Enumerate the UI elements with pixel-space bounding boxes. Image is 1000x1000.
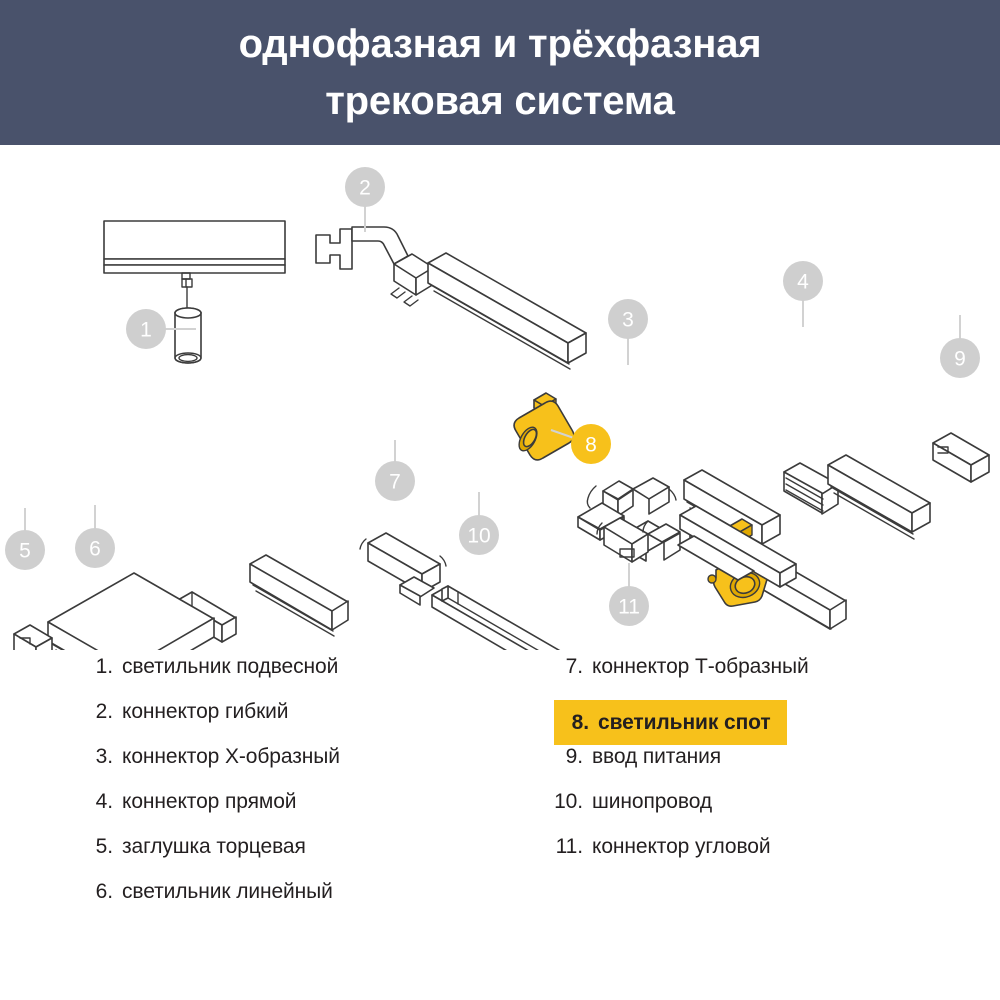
callout-circle (5, 530, 45, 570)
callout-circle (571, 424, 611, 464)
part-track-rail-bottom (677, 535, 755, 581)
callout-circle (940, 338, 980, 378)
legend-item-label: шинопровод (592, 790, 712, 813)
callout-badge-11[interactable]: 11 (609, 563, 649, 626)
callout-badge-10[interactable]: 10 (459, 492, 499, 555)
callout-number: 1 (140, 319, 152, 342)
part-spot-luminaire-cylinder (513, 392, 575, 461)
page-title-line-2: трековая система (325, 78, 675, 123)
part-linear-luminaire (47, 572, 215, 650)
part-track-rail-right-b (827, 454, 931, 540)
legend-item[interactable]: 1. светильник подвесной (78, 655, 508, 700)
part-track-rail-lower-right (679, 505, 797, 588)
callout-badge-9[interactable]: 9 (940, 315, 980, 378)
legend-item-label: коннектор гибкий (122, 700, 289, 723)
legend-item-number: 8. (571, 710, 589, 734)
callout-circle (609, 586, 649, 626)
part-pendant-rail-assembly (103, 220, 286, 288)
callout-badge-8[interactable]: 8 (550, 424, 611, 464)
legend-item-number: 9. (565, 745, 583, 768)
page-header: однофазная и трёхфазная трековая система (0, 0, 1000, 145)
callout-badge-3[interactable]: 3 (608, 299, 648, 365)
legend-item-number: 6. (95, 880, 113, 903)
callout-badge-1[interactable]: 1 (126, 309, 196, 349)
legend-item[interactable]: 11. коннектор угловой (548, 835, 978, 880)
legend: 1. светильник подвесной 2. коннектор гибкий… (0, 655, 1000, 1000)
legend-item-label: ввод питания (592, 745, 722, 768)
legend-item-number: 11. (555, 835, 583, 858)
diagram-area: 1 2 3 4 5 6 7 8 9 10 11 (0, 145, 1000, 650)
callout-badge-2[interactable]: 2 (345, 167, 385, 232)
callout-number: 9 (954, 348, 966, 371)
legend-item[interactable]: 7. коннектор Т-образный (548, 655, 978, 700)
legend-item-label: светильник подвесной (122, 655, 339, 678)
part-busbar (431, 585, 561, 650)
callout-circle (126, 309, 166, 349)
legend-item-number: 10. (554, 790, 583, 813)
callout-circle (375, 461, 415, 501)
part-flexible-connector (315, 226, 435, 307)
callout-number: 6 (89, 538, 101, 561)
track-system-illustration: 1 2 3 4 5 6 7 8 9 10 11 (5, 167, 990, 650)
legend-item-label: коннектор X-образный (122, 745, 340, 768)
legend-item-number: 3. (95, 745, 113, 768)
callout-number: 4 (797, 271, 809, 294)
part-pendant-luminaire (174, 278, 202, 364)
legend-item[interactable]: 3. коннектор X-образный (78, 745, 508, 790)
callout-badge-4[interactable]: 4 (783, 261, 823, 327)
legend-item[interactable]: 4. коннектор прямой (78, 790, 508, 835)
callout-number: 2 (359, 177, 371, 200)
part-end-cap (13, 624, 53, 650)
callout-number: 5 (19, 540, 31, 563)
legend-column-right: 7. коннектор Т-образный 8. светильник спот 9… (548, 655, 978, 880)
callout-layer: 1 2 3 4 5 6 7 8 9 10 11 (5, 167, 980, 626)
legend-item-label: коннектор Т-образный (592, 655, 809, 678)
callout-number: 7 (389, 471, 401, 494)
legend-item-label: светильник линейный (122, 880, 333, 903)
callout-circle (75, 528, 115, 568)
part-t-connector (359, 532, 447, 606)
callout-number: 8 (585, 434, 597, 457)
callout-badge-5[interactable]: 5 (5, 508, 45, 570)
page-title-line-1: однофазная и трёхфазная (238, 21, 762, 66)
callout-circle (608, 299, 648, 339)
legend-item-label: коннектор прямой (122, 790, 297, 813)
part-corner-connector (596, 517, 681, 563)
callout-badge-6[interactable]: 6 (75, 505, 115, 568)
callout-circle (345, 167, 385, 207)
legend-item[interactable]: 5. заглушка торцевая (78, 835, 508, 880)
callout-number: 10 (467, 525, 490, 548)
callout-number: 3 (622, 309, 634, 332)
legend-item[interactable]: 6. светильник линейный (78, 880, 508, 925)
legend-item-number: 5. (95, 835, 113, 858)
legend-item-highlighted[interactable]: 8. светильник спот (554, 700, 787, 745)
part-track-rail-upper-middle (427, 252, 587, 370)
legend-item-label: заглушка торцевая (122, 835, 306, 858)
legend-item[interactable]: 2. коннектор гибкий (78, 700, 508, 745)
legend-item-number: 4. (95, 790, 113, 813)
legend-item[interactable]: 10. шинопровод (548, 790, 978, 835)
part-track-rail-left-a (249, 554, 349, 637)
callout-badge-7[interactable]: 7 (375, 440, 415, 501)
callout-circle (459, 515, 499, 555)
callout-circle (783, 261, 823, 301)
legend-item-number: 1. (95, 655, 113, 678)
legend-item-label: светильник спот (598, 710, 771, 734)
legend-item-number: 2. (95, 700, 113, 723)
legend-item-label: коннектор угловой (592, 835, 771, 858)
part-power-feed (932, 432, 990, 483)
callout-number: 11 (618, 596, 640, 619)
legend-item-number: 7. (565, 655, 583, 678)
legend-column-left: 1. светильник подвесной 2. коннектор гибкий… (78, 655, 508, 925)
legend-item[interactable]: 9. ввод питания (548, 745, 978, 790)
